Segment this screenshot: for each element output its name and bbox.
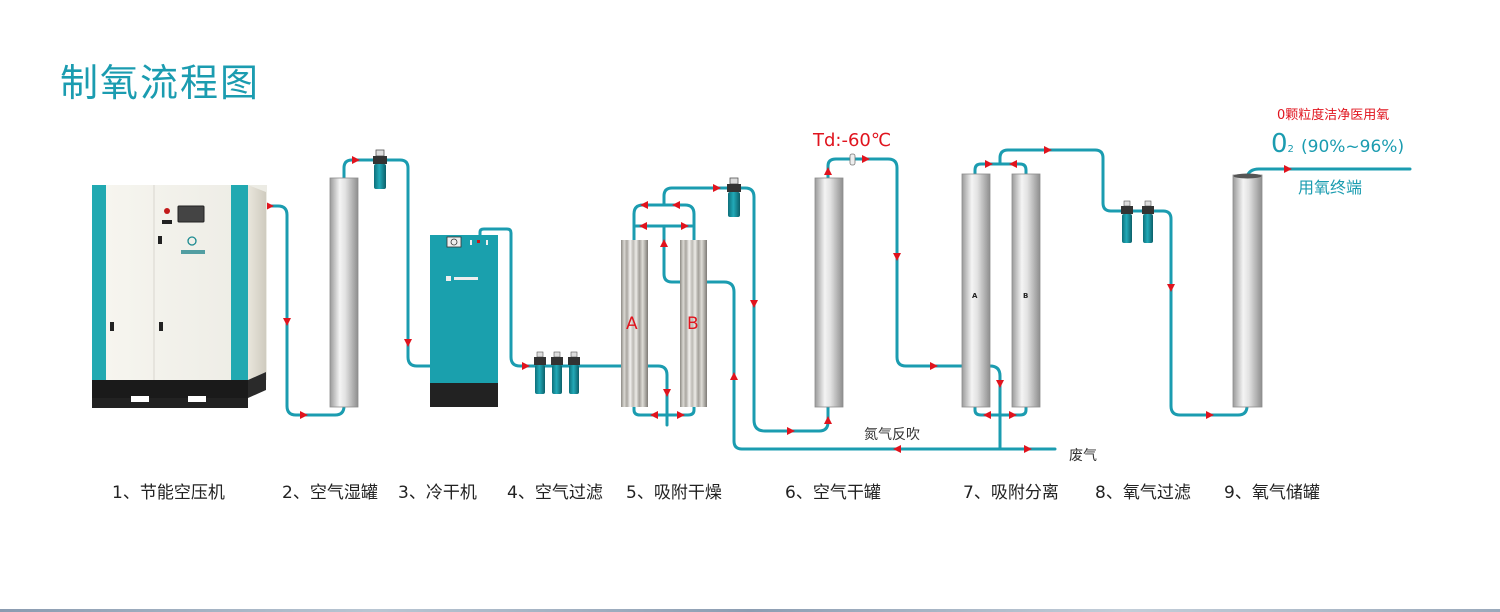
pipe-columns-top-manifold [973,162,1028,176]
arrow-left [672,201,680,209]
pipe-adsorber-to-filter [662,186,830,433]
pipe-wet-tank-to-dryer [342,158,432,368]
arrow-down [404,339,412,347]
step-label-dry-tank: 6、空气干罐 [785,483,881,503]
arrow-right [522,362,530,370]
pipe-backflush-adsorber [662,224,1002,451]
arrow-left [983,411,991,419]
arrow-right [352,156,360,164]
arrow-down [996,380,1004,388]
psa-columns [961,173,1041,408]
pipe-adsorber-bottom-manifold [632,405,696,417]
pipe-compressor-to-wet-tank [266,204,346,417]
oxygen-purity: 02 (90%~96%) [1271,129,1404,159]
adsorber-b-label: B [687,314,699,334]
pipe-filters-to-adsorber [618,364,669,427]
step-label-wet-tank: 2、空气湿罐 [282,483,378,503]
arrow-right [266,202,274,210]
step-label-air-filter: 4、空气过滤 [507,483,603,503]
arrow-left [640,201,648,209]
oxygen-filter-group [1121,200,1154,243]
pipe-columns-bottom-manifold [973,405,1028,417]
purity-note: 0颗粒度洁净医用氧 [1277,108,1390,123]
arrow-right [985,160,993,168]
air-compressor [92,185,267,408]
arrow-up [824,167,832,175]
arrow-down [663,389,671,397]
wet-air-tank [329,177,359,408]
bottom-divider [0,609,1500,612]
arrow-right [930,362,938,370]
air-filter-group [534,351,580,394]
dry-air-tank [814,153,856,408]
arrow-right [1009,411,1017,419]
o2-range: (90%~96%) [1301,137,1405,157]
logo-icon [187,236,197,246]
page-title: 制氧流程图 [60,61,261,105]
nitrogen-backflush-label: 氮气反吹 [864,427,920,443]
dew-point-label: Td:-60℃ [813,130,892,151]
filter-unit [727,177,741,217]
dew-point-sensor [849,153,856,166]
step-label-oxygen-filter: 8、氧气过滤 [1095,483,1191,503]
o2-subscript: 2 [1287,144,1294,155]
step-label-adsorption-dryer: 5、吸附干燥 [626,483,722,503]
arrow-down [893,253,901,261]
flow-arrows [266,146,1292,453]
arrow-right [1284,165,1292,173]
gauge-icon [446,236,462,248]
o2-symbol: 0 [1271,129,1288,159]
pipe-dryer-to-filters [478,227,622,368]
arrow-left [1009,160,1017,168]
step-label-psa-separation: 7、吸附分离 [963,483,1059,503]
filter-unit [373,149,387,189]
refrigerated-dryer [430,235,498,407]
arrow-left [639,222,647,230]
pipe-dry-tank-to-columns [826,157,1057,451]
column-b-label: B [1023,292,1029,300]
arrow-right [1206,411,1214,419]
control-screen [177,205,205,223]
oxygen-storage-tank [1232,173,1263,408]
step-label-oxygen-storage: 9、氧气储罐 [1224,483,1320,503]
arrow-right [862,155,870,163]
arrow-right [681,222,689,230]
adsorber-a-label: A [626,314,638,334]
arrow-right [300,411,308,419]
arrow-right [1024,445,1032,453]
arrow-down [1167,284,1175,292]
arrow-down [283,318,291,326]
exhaust-label: 废气 [1069,448,1097,464]
arrow-left [650,411,658,419]
arrow-right [677,411,685,419]
column-a-label: A [972,292,978,300]
arrow-right [787,427,795,435]
step-label-compressor: 1、节能空压机 [112,483,225,503]
arrow-up [660,239,668,247]
arrow-up [824,416,832,424]
arrow-down [750,300,758,308]
arrow-right [1044,146,1052,154]
pipe-columns-to-oxygen-filter [998,148,1249,417]
adsorption-dryer [621,240,707,407]
emergency-stop [164,208,170,214]
step-label-refrigerated-dryer: 3、冷干机 [398,483,477,503]
pipes [266,148,1412,451]
arrow-right [713,184,721,192]
arrow-left [893,445,901,453]
arrow-up [730,372,738,380]
oxygen-endpoint-label: 用氧终端 [1298,178,1363,197]
